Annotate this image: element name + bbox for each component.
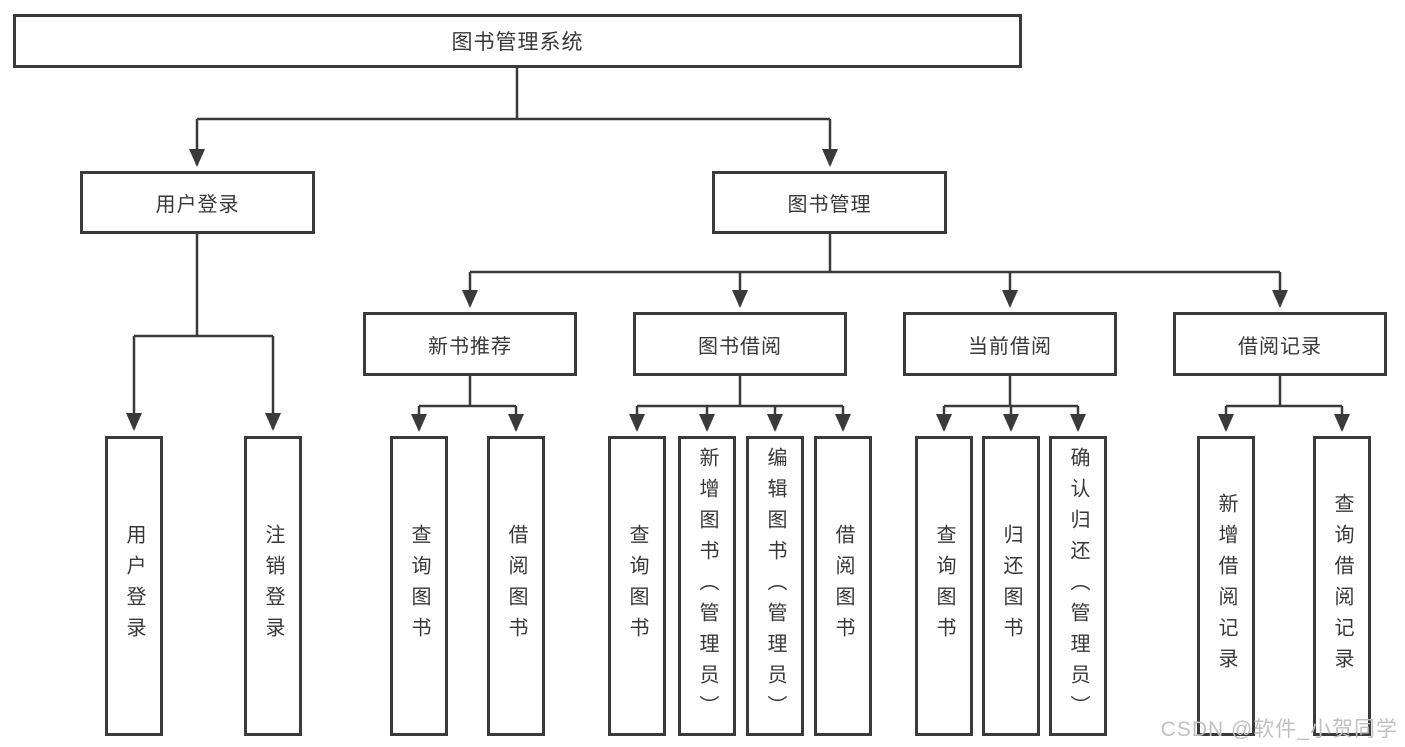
leaf-borrow-books: 借阅图书 (814, 436, 872, 736)
leaf-query-borrow-record: 查询借阅记录 (1313, 436, 1371, 736)
node-current-borrowing: 当前借阅 (903, 312, 1117, 376)
leaf-edit-books-admin: 编辑图书（管理员） (746, 436, 804, 736)
leaf-query-books-current: 查询图书 (915, 436, 973, 736)
leaf-confirm-return-admin: 确认归还（管理员） (1049, 436, 1107, 736)
leaf-query-books-recommend: 查询图书 (390, 436, 448, 736)
node-borrowing-records: 借阅记录 (1173, 312, 1387, 376)
leaf-user-login: 用户登录 (105, 436, 163, 736)
node-library-management-system: 图书管理系统 (13, 14, 1022, 68)
leaf-logout: 注销登录 (244, 436, 302, 736)
node-book-management: 图书管理 (712, 171, 947, 234)
leaf-add-borrow-record: 新增借阅记录 (1197, 436, 1255, 736)
leaf-query-books-borrow: 查询图书 (608, 436, 666, 736)
node-new-book-recommendation: 新书推荐 (363, 312, 577, 376)
leaf-borrow-books-recommend: 借阅图书 (487, 436, 545, 736)
leaf-add-books-admin: 新增图书（管理员） (678, 436, 736, 736)
leaf-return-books: 归还图书 (982, 436, 1040, 736)
node-user-login: 用户登录 (80, 171, 315, 234)
node-book-borrowing: 图书借阅 (633, 312, 847, 376)
csdn-watermark: CSDN @软件_小贺同学 (1160, 718, 1398, 741)
connector-arrows (126, 119, 1350, 432)
